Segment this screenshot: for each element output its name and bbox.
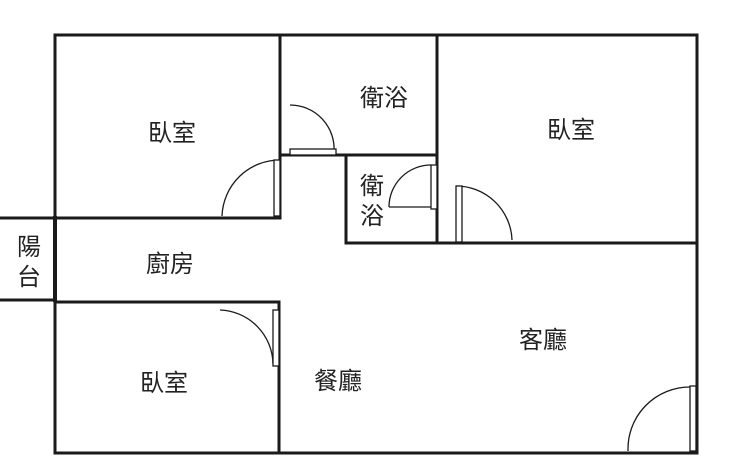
room-label-balcony: 陽 台 [17, 232, 41, 292]
room-label-kitchen: 廚房 [146, 250, 194, 278]
room-label-bathroom-small-char-2: 浴 [360, 202, 384, 230]
door-entrance [627, 385, 697, 452]
door-bath-top [289, 104, 337, 156]
door-bedroom-tr [455, 185, 513, 243]
room-label-living-room: 客廳 [519, 326, 567, 354]
room-label-dining-room: 餐廳 [314, 367, 362, 395]
door-bath-small [388, 164, 438, 210]
room-label-balcony-char-2: 台 [17, 263, 41, 291]
room-label-bathroom-small: 衛 浴 [360, 171, 384, 231]
door-bedroom-bl [219, 309, 280, 367]
door-bedroom-tl [221, 159, 281, 217]
room-label-balcony-char-1: 陽 [17, 233, 41, 261]
room-label-bathroom-small-char-1: 衛 [360, 172, 384, 200]
balcony-outline [0, 216, 57, 302]
room-label-bedroom-top-left: 臥室 [148, 119, 196, 147]
room-label-bathroom-top: 衛浴 [360, 84, 408, 112]
outer-wall [53, 33, 699, 455]
room-label-bedroom-bottom-left: 臥室 [140, 369, 188, 397]
room-label-bedroom-top-right: 臥室 [547, 116, 595, 144]
